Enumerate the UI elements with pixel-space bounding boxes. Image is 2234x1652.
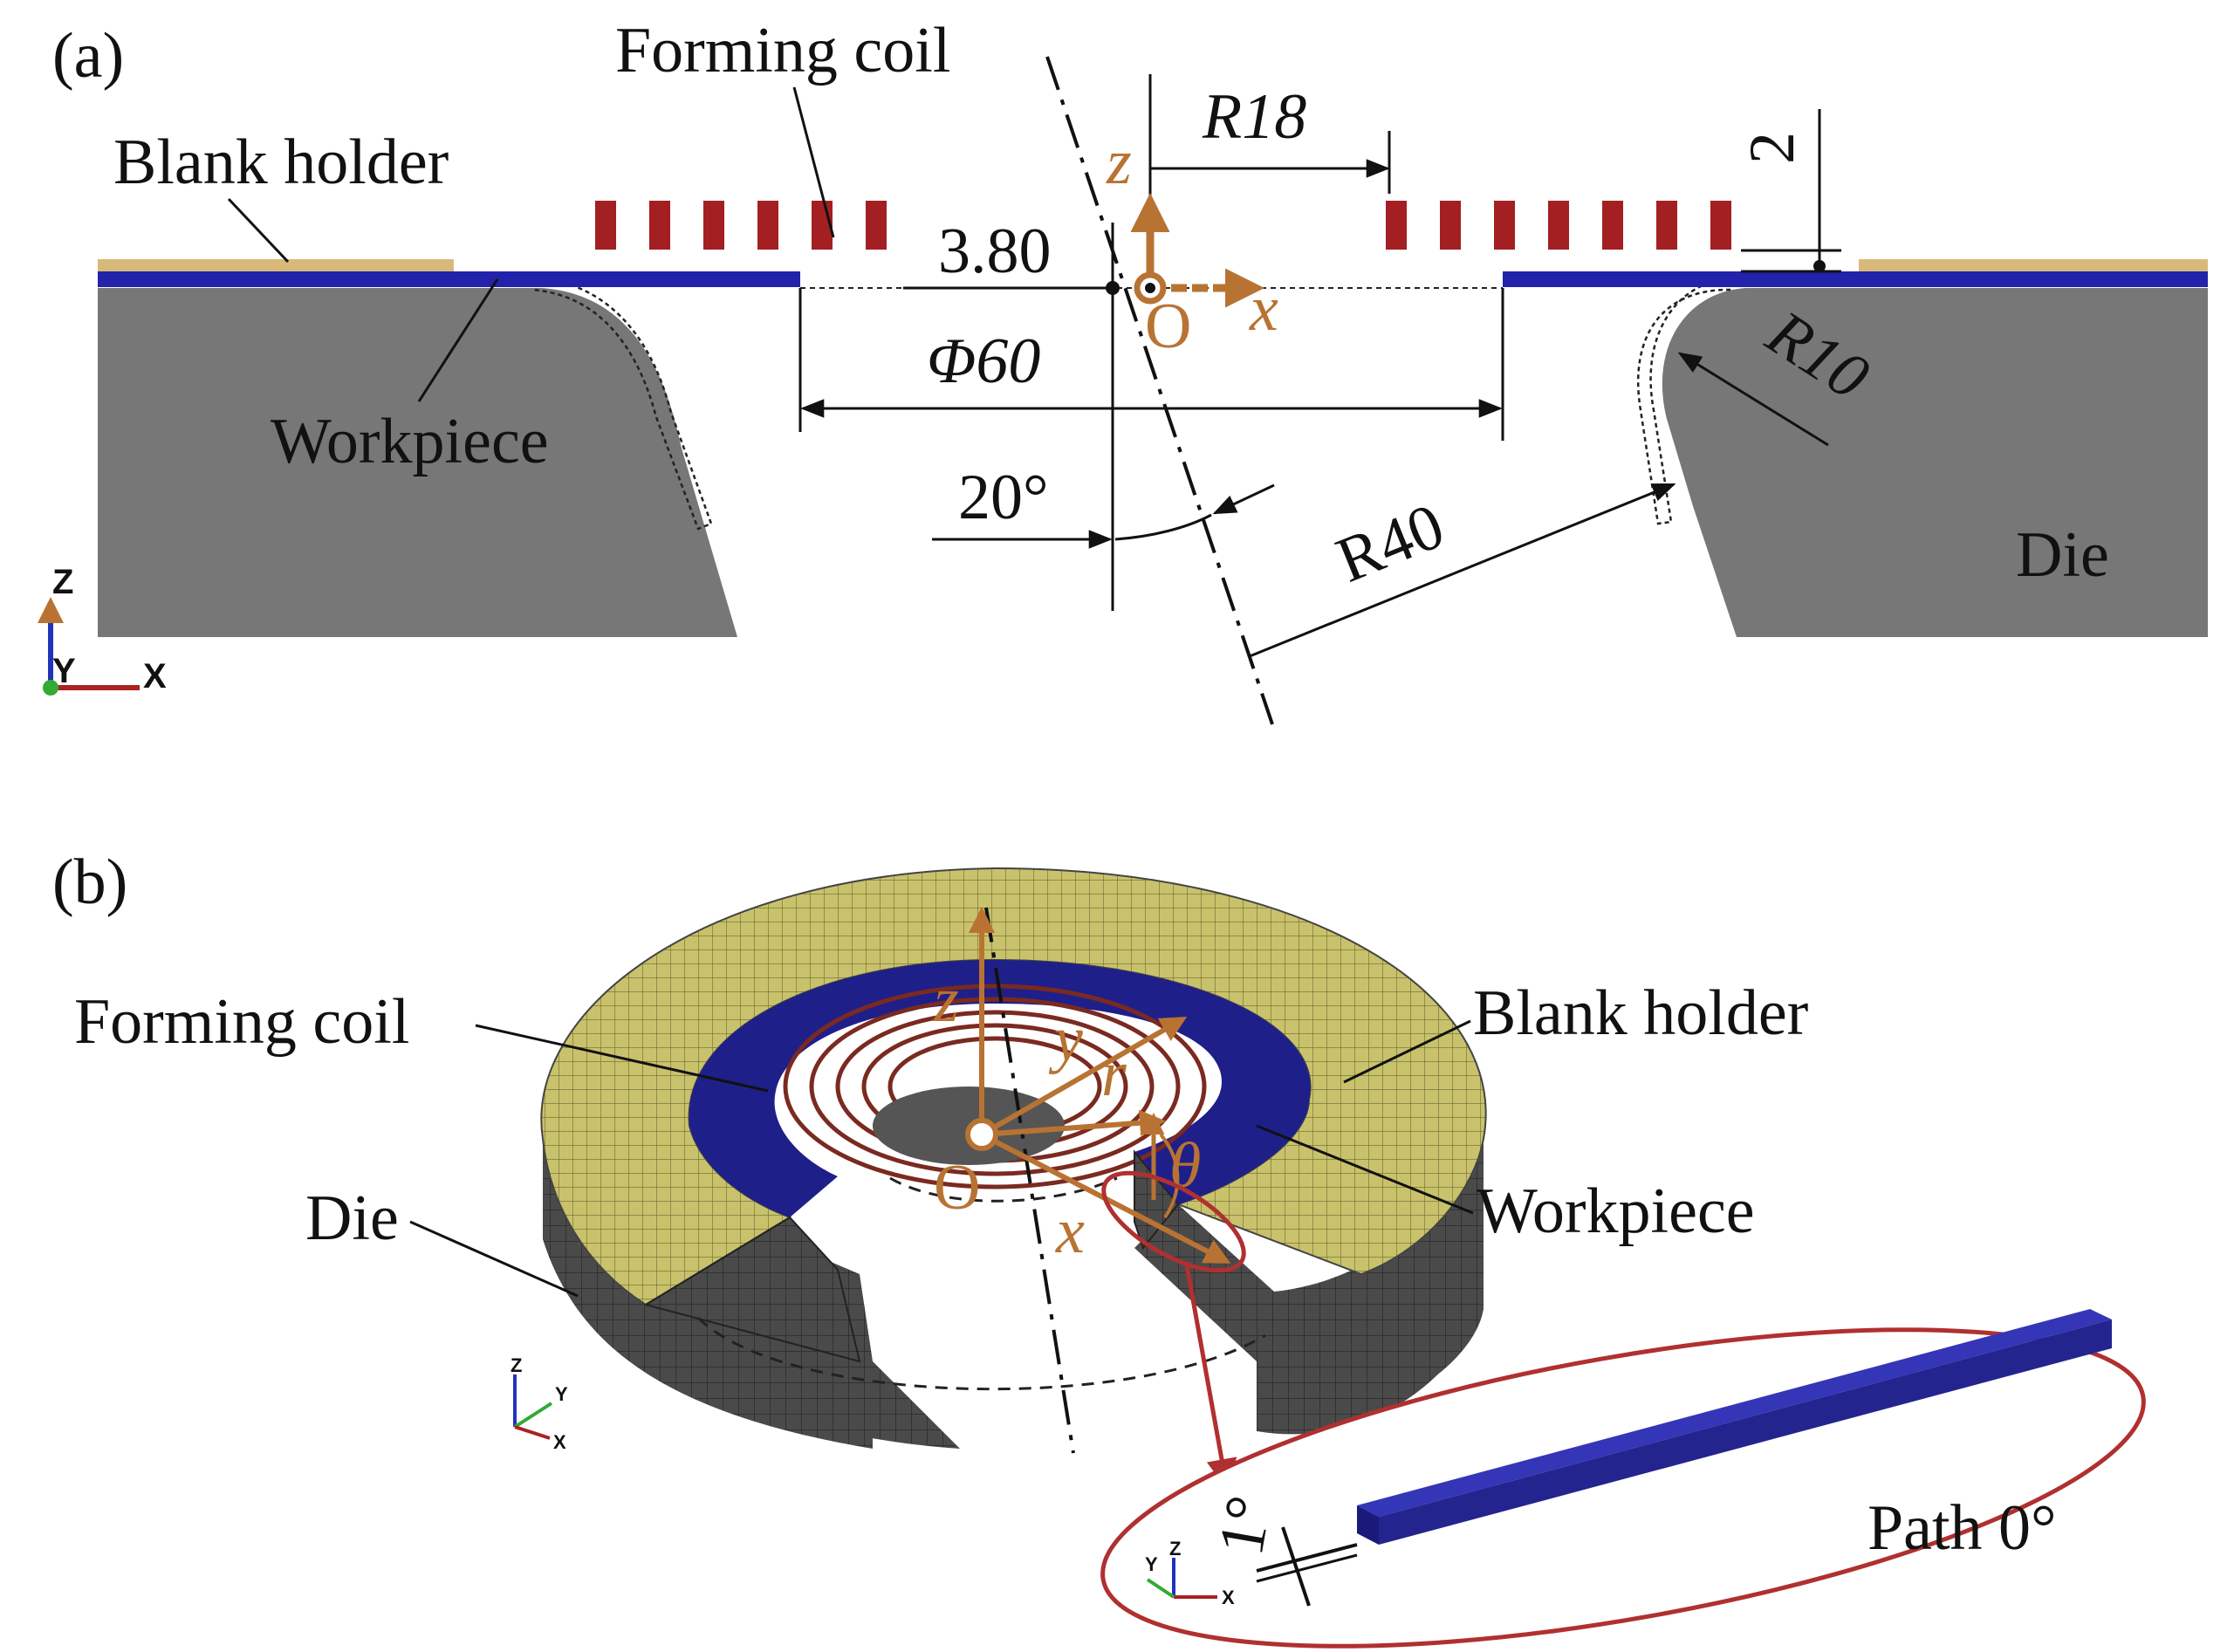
leader-forming-coil-b [475, 1024, 769, 1093]
workpiece-right [1503, 271, 2208, 287]
die-cut-face-left [643, 1216, 861, 1363]
angle-20-arc [1114, 513, 1212, 541]
triad-zoom-y: Y [1145, 1553, 1158, 1575]
workpiece-deformed-left [531, 276, 713, 531]
axis-x-3d-label: x [1055, 1196, 1085, 1267]
path-strip-top [1357, 1309, 2112, 1517]
global-triad-a: Z Y X [38, 563, 167, 696]
die-3d-right-body [1134, 1139, 1484, 1435]
triad-zoom-z: Z [1169, 1538, 1181, 1559]
leader-blank-holder-b [1343, 1019, 1471, 1084]
label-die-b: Die [305, 1182, 399, 1254]
inclined-axis-b [984, 907, 1075, 1454]
triad-a-z: Z [52, 563, 73, 601]
workpiece-left [98, 271, 800, 287]
label-forming-coil: Forming coil [615, 15, 950, 86]
inclined-axis [1045, 56, 1274, 725]
panel-a-label: (a) [52, 20, 124, 92]
zoom-arrow [1184, 1265, 1237, 1490]
axis-y-3d-label: y [1048, 1004, 1083, 1075]
dim-20deg: 20° [958, 462, 1049, 533]
axis-r-3d [981, 1109, 1166, 1137]
path-1deg-marker [1281, 1526, 1311, 1607]
label-blank-holder-b: Blank holder [1473, 977, 1808, 1049]
path-strip-stem-2 [1256, 1553, 1358, 1583]
triad-b-z: Z [511, 1354, 522, 1376]
axis-z-3d-label: z [933, 964, 959, 1036]
angle-20-right-arrow [1212, 483, 1275, 515]
die-right [1662, 288, 2208, 637]
origin-marker-b [965, 1118, 998, 1151]
dim-380-dot [1106, 281, 1120, 295]
label-forming-coil-b: Forming coil [74, 986, 409, 1058]
leader-blank-holder [227, 197, 290, 264]
label-path: Path 0° [1867, 1492, 2057, 1564]
forming-coil-section [595, 201, 1731, 250]
panel-a: (a) [38, 15, 2208, 725]
triad-zoom: Y Z X [1145, 1538, 1235, 1608]
leader-forming-coil [792, 86, 835, 238]
blank-holder-3d [540, 867, 1487, 1306]
label-die: Die [2016, 519, 2109, 591]
leader-die-b [409, 1220, 579, 1298]
dim-1deg: 1° [1205, 1491, 1285, 1560]
die-3d-lower-body [543, 1139, 873, 1449]
dim-2-dot [1813, 260, 1826, 272]
dim-r18: R18 [1202, 81, 1306, 153]
path-highlight-ellipse [1101, 1170, 1246, 1273]
leader-workpiece [417, 278, 499, 402]
dim-phi60: Φ60 [927, 326, 1040, 397]
leader-workpiece-b [1256, 1124, 1474, 1215]
path-strip-stem [1256, 1543, 1358, 1573]
path-strip-side [1379, 1320, 2112, 1545]
axis-theta-arc [1159, 1133, 1180, 1219]
cut-dashed-top [889, 1176, 1118, 1203]
die-left [98, 288, 737, 637]
axis-z-label: z [1106, 127, 1132, 198]
triad-zoom-x: X [1222, 1587, 1235, 1608]
workpiece-deformed-right [1636, 276, 1733, 525]
axis-r-3d-label: r [1101, 1038, 1127, 1110]
origin-label-b: O [934, 1152, 980, 1224]
path-strip-front [1357, 1505, 1379, 1545]
triad-a-x: X [143, 657, 167, 696]
label-workpiece-b: Workpiece [1477, 1176, 1755, 1247]
dim-2: 2 [1737, 132, 1808, 164]
panel-b: (b) z [52, 847, 2146, 1649]
panel-b-label: (b) [52, 847, 127, 918]
dim-380: 3.80 [938, 216, 1052, 287]
r40-dim-line [1249, 483, 1676, 658]
cut-dashed-ellipse [696, 1316, 1266, 1391]
triad-b-x: X [553, 1431, 566, 1453]
blank-holder-right [1859, 259, 2208, 271]
axis-y-3d [980, 1017, 1188, 1137]
blank-holder-left [98, 259, 454, 271]
axis-x-label: x [1249, 273, 1278, 345]
triad-a-y: Y [52, 652, 76, 690]
r10-dim-line [1677, 352, 1829, 447]
triad-b-y: Y [555, 1383, 568, 1405]
label-blank-holder: Blank holder [113, 127, 449, 198]
origin-dot [1145, 283, 1155, 293]
global-triad-b: Z Y X [511, 1354, 568, 1453]
origin-label: O [1145, 291, 1191, 362]
label-workpiece: Workpiece [271, 406, 549, 477]
